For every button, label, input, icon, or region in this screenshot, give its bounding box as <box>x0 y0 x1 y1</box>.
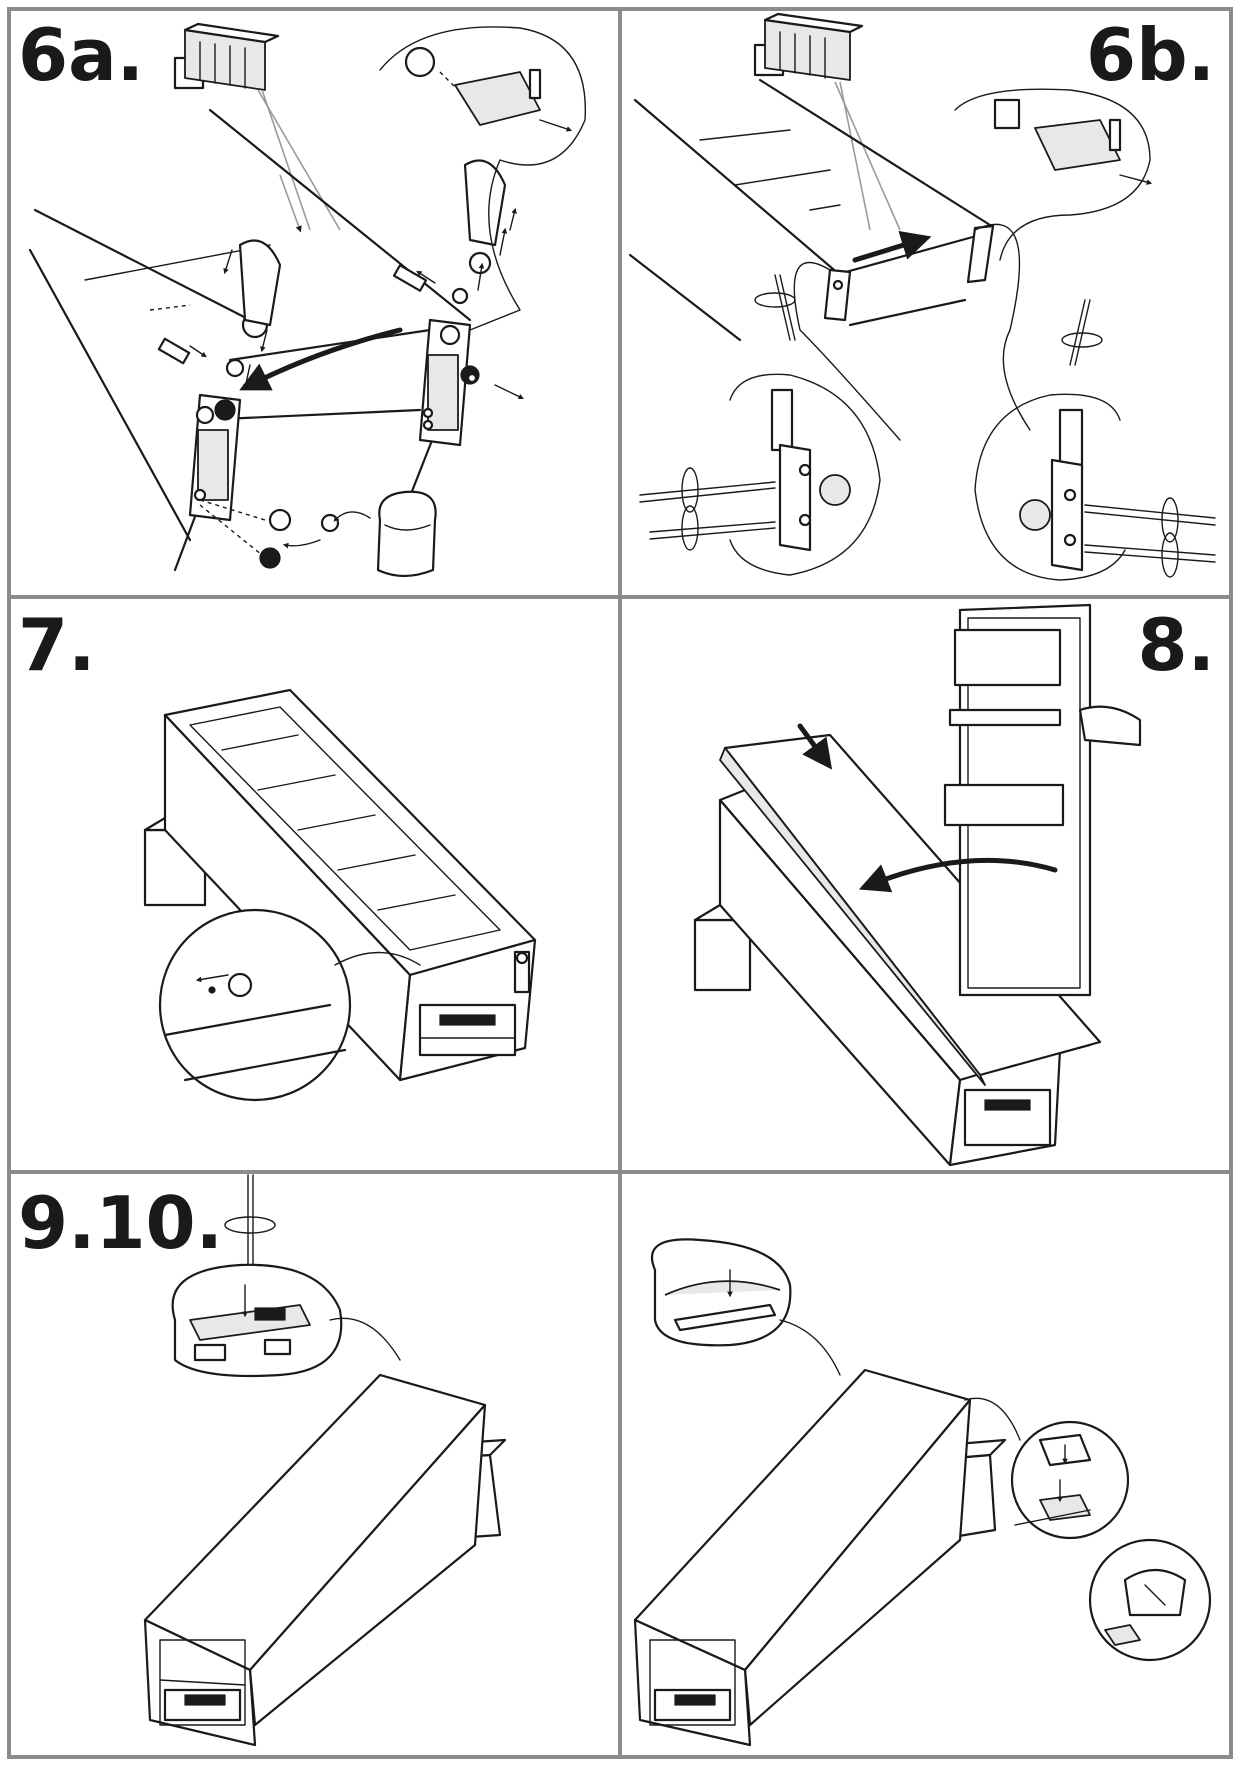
detail-callout-right-6b <box>974 393 1216 581</box>
panel-8: 8. <box>693 603 1215 1167</box>
hinges-6b <box>754 223 1103 441</box>
fridge-orientation-icon-6b <box>753 12 901 231</box>
detail-circle-top-11 <box>650 1238 841 1376</box>
panel-6a: 6a. <box>18 13 587 578</box>
appliance-body-6b <box>628 78 992 342</box>
panel-9-10: 9.10. <box>18 1174 507 1747</box>
left-hinge-6a <box>157 239 282 522</box>
detail-callout-left-6b <box>639 373 881 576</box>
right-hinge-6a <box>392 159 507 447</box>
hardware-bag-6a <box>199 490 437 578</box>
door-standing-8 <box>858 603 1142 997</box>
panel-7: 7. <box>18 603 537 1102</box>
detail-circles-right-11 <box>964 1397 1212 1662</box>
fridge-orientation-icon <box>173 22 341 231</box>
appliance-9-10 <box>143 1373 507 1747</box>
step-label-9-10: 9.10. <box>18 1181 223 1265</box>
movement-arrows-6a <box>189 174 525 400</box>
panel-6b: 6b. <box>628 12 1216 581</box>
detail-callout-6a <box>379 26 587 331</box>
detail-callout-top-6b <box>954 88 1153 261</box>
step-label-6b: 6b. <box>1086 13 1215 97</box>
appliance-11 <box>633 1368 1007 1747</box>
step-label-8: 8. <box>1138 603 1215 687</box>
panel-frame-grid <box>7 7 1233 1759</box>
detail-circle-9-10 <box>171 1263 401 1378</box>
step-label-7: 7. <box>18 603 95 687</box>
detail-circle-7 <box>158 908 421 1102</box>
step-label-6a: 6a. <box>18 13 144 97</box>
panel-11 <box>633 1238 1212 1747</box>
appliance-body-6a <box>28 108 472 572</box>
